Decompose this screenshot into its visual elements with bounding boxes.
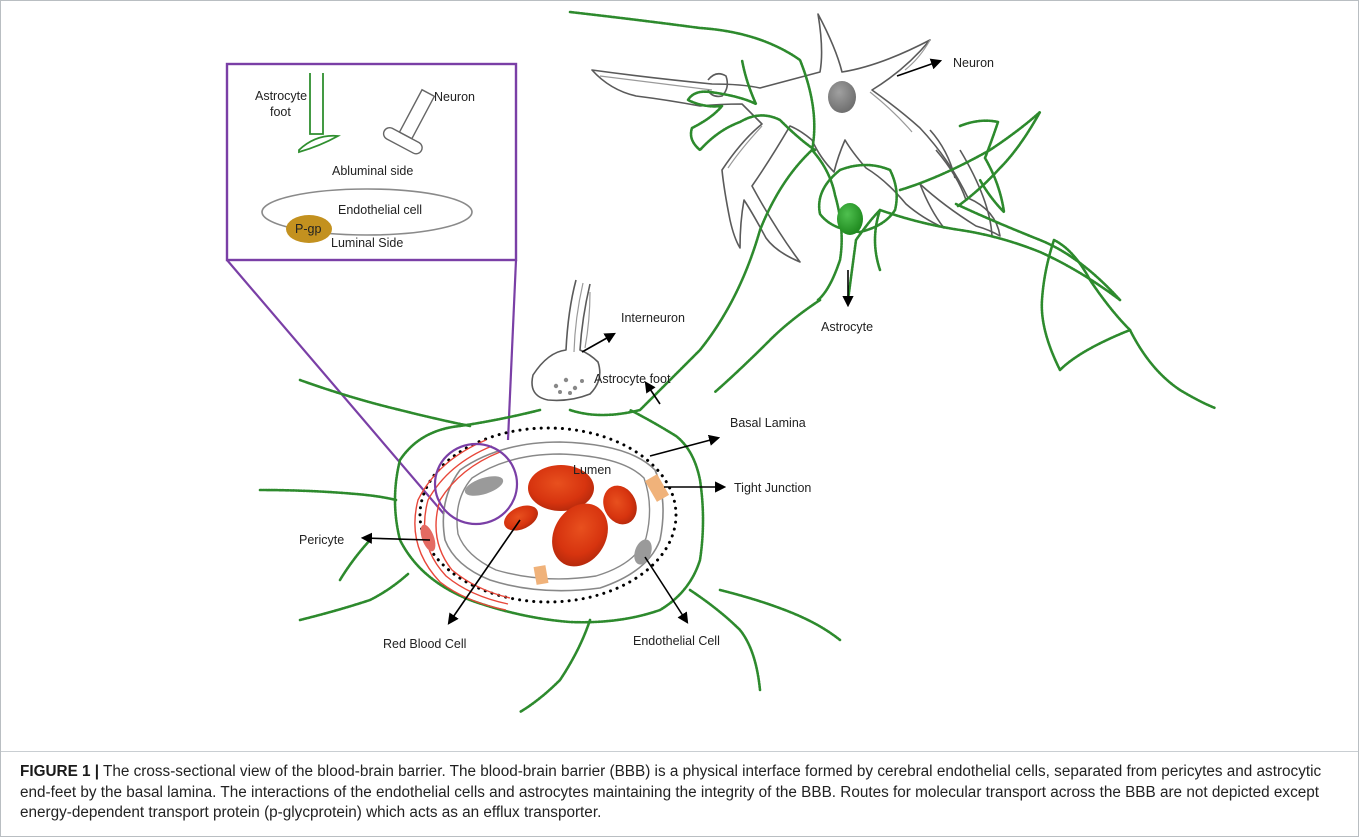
neuron-nucleus	[828, 81, 856, 113]
label-endothelial-cell: Endothelial Cell	[633, 634, 720, 648]
tight-junction-2	[534, 565, 549, 585]
inset-panel: Astrocyte foot Neuron Abluminal side End…	[227, 64, 516, 260]
astrocyte-cell	[570, 12, 1215, 415]
arrow-icon	[650, 438, 718, 456]
arrow-icon	[897, 61, 940, 76]
label-astrocyte-foot: Astrocyte foot	[594, 372, 671, 386]
zoom-line-right	[508, 260, 516, 440]
label-pericyte: Pericyte	[299, 533, 344, 547]
label-neuron: Neuron	[953, 56, 994, 70]
astrocyte-nucleus	[837, 203, 863, 235]
label-basal-lamina: Basal Lamina	[730, 416, 806, 430]
caption-text: The cross-sectional view of the blood-br…	[20, 763, 1321, 821]
label-tight-junction: Tight Junction	[734, 481, 811, 495]
inset-abluminal-label: Abluminal side	[332, 164, 413, 178]
caption-separator	[1, 751, 1358, 752]
inset-pgp-label: P-gp	[295, 222, 321, 236]
bbb-diagram: Astrocyte foot Neuron Abluminal side End…	[0, 0, 1359, 752]
label-interneuron: Interneuron	[621, 311, 685, 325]
neuron-cell	[592, 14, 1000, 262]
inset-neuron-label: Neuron	[434, 90, 475, 104]
label-red-blood-cell: Red Blood Cell	[383, 637, 466, 651]
arrow-icon	[363, 538, 430, 540]
endothelial-nucleus-2	[631, 537, 655, 567]
figure-caption: FIGURE 1 | The cross-sectional view of t…	[20, 762, 1340, 824]
interneuron-cell	[532, 280, 600, 400]
inset-astrocyte-foot-label-2: foot	[270, 105, 291, 119]
zoom-line-left	[227, 260, 444, 514]
label-lumen: Lumen	[573, 463, 611, 477]
endothelial-nucleus-1	[463, 472, 506, 500]
label-astrocyte: Astrocyte	[821, 320, 873, 334]
inset-astrocyte-foot-label-1: Astrocyte	[255, 89, 307, 103]
red-blood-cell-3	[500, 500, 542, 535]
inset-endothelial-label: Endothelial cell	[338, 203, 422, 217]
figure-label: FIGURE 1 |	[20, 763, 99, 780]
arrow-icon	[449, 520, 520, 623]
inset-luminal-label: Luminal Side	[331, 236, 403, 250]
red-blood-cells	[500, 465, 643, 577]
